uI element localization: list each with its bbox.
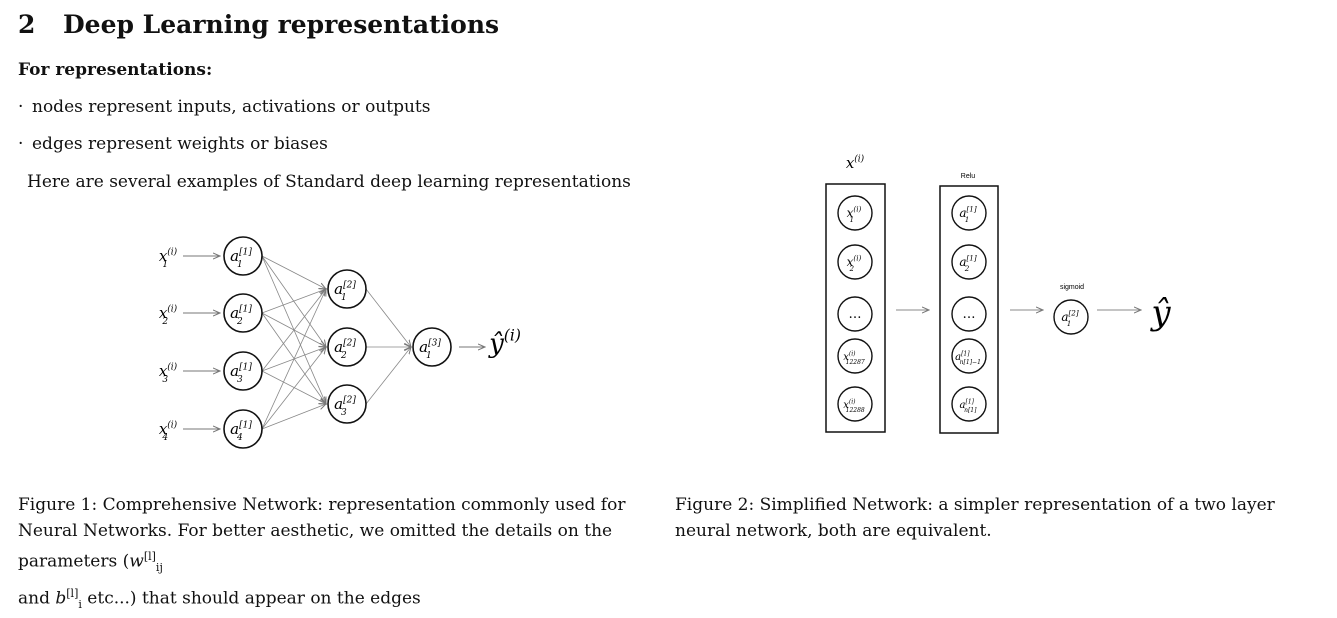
node-label: x(i)12287 [843, 351, 865, 367]
node-label: a[1]2 [230, 304, 252, 327]
node-label: a[3]1 [419, 338, 441, 361]
relu-label: Relu [961, 173, 976, 180]
input-x-label: x(i)2 [159, 303, 178, 327]
input-x-label: x(i)4 [159, 419, 178, 443]
edge-l2-l3 [365, 347, 411, 405]
node-label: a[2]1 [334, 280, 356, 303]
yhat-output-label: ŷ [1149, 293, 1171, 333]
input-x-label: x(i)3 [159, 361, 178, 385]
caption-w-sup: [l] [143, 550, 156, 563]
intro-text: Here are several examples of Standard de… [27, 172, 631, 192]
layer1-node: a[1]2 [223, 293, 263, 333]
node-label: a[1]1 [959, 205, 977, 224]
node-label: a[1]2 [959, 254, 977, 273]
input-node: … [837, 296, 873, 332]
node-label: a[1]3 [230, 362, 252, 385]
input-layer-box [825, 183, 886, 433]
edge-l1-l2 [261, 289, 326, 314]
input-x-title: x(i) [846, 153, 865, 172]
caption-1-part2: etc...) that should appear on the edges [81, 588, 421, 609]
input-node: x(i)1 [837, 195, 873, 231]
edge-l1-l2 [261, 289, 326, 372]
edge-l1-l2 [261, 347, 326, 430]
figure-1-comprehensive-network: x(i)1 x(i)2 x(i)3 x(i)4 a[1]1 a[1]2 a[1]3 a[1]4… [159, 153, 1171, 449]
input-node: x(i)2 [837, 244, 873, 280]
input-node: x(i)12287 [837, 338, 873, 374]
layer2-node: a[2]2 [327, 327, 367, 367]
section-number: 2 [18, 10, 36, 39]
caption-and: and [18, 588, 56, 609]
edge-l1-l2 [261, 255, 326, 289]
layer1-node: a[1]4 [223, 409, 263, 449]
edge-l1-l2 [261, 255, 326, 347]
hidden-node: a[1]n[1] [951, 386, 987, 422]
hidden-layer-box [939, 185, 999, 434]
layer2-node: a[2]3 [327, 384, 367, 424]
bullet-nodes: ·nodes represent inputs, activations or … [18, 97, 431, 117]
node-label: x(i)12288 [843, 399, 865, 415]
layer1-node: a[1]1 [223, 236, 263, 276]
caption-b: b [55, 588, 67, 609]
input-node: x(i)12288 [837, 386, 873, 422]
layer2-node: a[2]1 [327, 269, 367, 309]
output-yhat-label: ŷ(i) [488, 326, 521, 359]
caption-w: w [129, 551, 144, 572]
node-label: a[1]1 [230, 247, 252, 270]
sigmoid-label: sigmoid [1060, 284, 1084, 291]
node-label: a[1]n[1] [960, 399, 978, 415]
node-label: x(i)1 [847, 205, 862, 224]
figure-2-caption: Figure 2: Simplified Network: a simpler … [675, 495, 1275, 541]
hidden-node: a[1]n[1]−1 [951, 338, 987, 374]
edge-l1-l2 [261, 404, 326, 430]
figure-1-caption: Figure 1: Comprehensive Network: represe… [18, 492, 658, 618]
node-label: a[2]2 [334, 338, 356, 361]
caption-b-sup: [l] [66, 587, 79, 601]
bullet-text: edges represent weights or biases [32, 134, 328, 154]
for-representations-heading: For representations: [18, 60, 213, 80]
ellipsis: … [849, 307, 862, 322]
output-node: a[2]1 [1053, 299, 1089, 335]
input-x-label: x(i)1 [159, 246, 178, 270]
bullet-edges: ·edges represent weights or biases [18, 134, 328, 154]
caption-1-part1: Figure 1: Comprehensive Network: represe… [18, 495, 626, 572]
layer3-node: a[3]1 [412, 327, 452, 367]
bullet-text: nodes represent inputs, activations or o… [32, 97, 431, 117]
edge-l2-l3 [365, 288, 411, 347]
caption-w-sub: ij [155, 561, 163, 575]
hidden-node: a[1]2 [951, 244, 987, 280]
layer1-node: a[1]3 [223, 351, 263, 391]
node-label: x(i)2 [847, 254, 862, 273]
ellipsis: … [963, 307, 976, 322]
section-title: Deep Learning representations [63, 10, 500, 39]
node-label: a[2]1 [1061, 309, 1079, 328]
node-label: a[1]n[1]−1 [955, 351, 981, 367]
hidden-node: … [951, 296, 987, 332]
hidden-node: a[1]1 [951, 195, 987, 231]
edge-l1-l2 [261, 289, 326, 430]
node-label: a[2]3 [334, 395, 356, 418]
node-label: a[1]4 [230, 420, 252, 443]
